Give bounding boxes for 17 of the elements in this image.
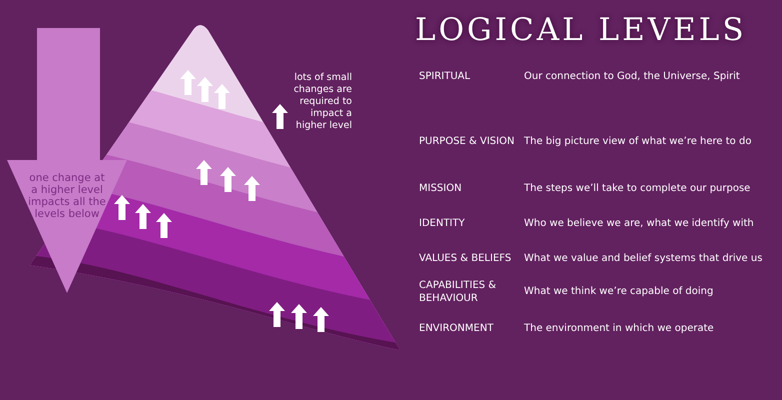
level-name: PURPOSE & VISION bbox=[419, 135, 515, 148]
arrow-caption: one change at a higher level impacts all the levels below bbox=[27, 172, 107, 220]
level-name: ENVIRONMENT bbox=[419, 322, 494, 335]
level-description: Who we believe we are, what we identify with bbox=[524, 217, 754, 230]
level-name: IDENTITY bbox=[419, 217, 466, 230]
level-description: The environment in which we operate bbox=[524, 322, 714, 335]
note-text: lots of small changes are required to impact a higher level bbox=[292, 72, 352, 132]
level-name: CAPABILITIES & BEHAVIOUR bbox=[419, 279, 498, 305]
level-name: MISSION bbox=[419, 182, 463, 195]
level-name: SPIRITUAL bbox=[419, 70, 472, 83]
level-name: VALUES & BELIEFS bbox=[419, 252, 512, 265]
level-description: The big picture view of what we’re here to do bbox=[524, 135, 752, 148]
title: LOGICAL LEVELS bbox=[415, 12, 747, 48]
level-description: Our connection to God, the Universe, Spirit bbox=[524, 70, 740, 83]
level-description: What we value and belief systems that drive us bbox=[524, 252, 762, 265]
level-description: What we think we’re capable of doing bbox=[524, 285, 714, 298]
level-description: The steps we’ll take to complete our purpose bbox=[524, 182, 750, 195]
